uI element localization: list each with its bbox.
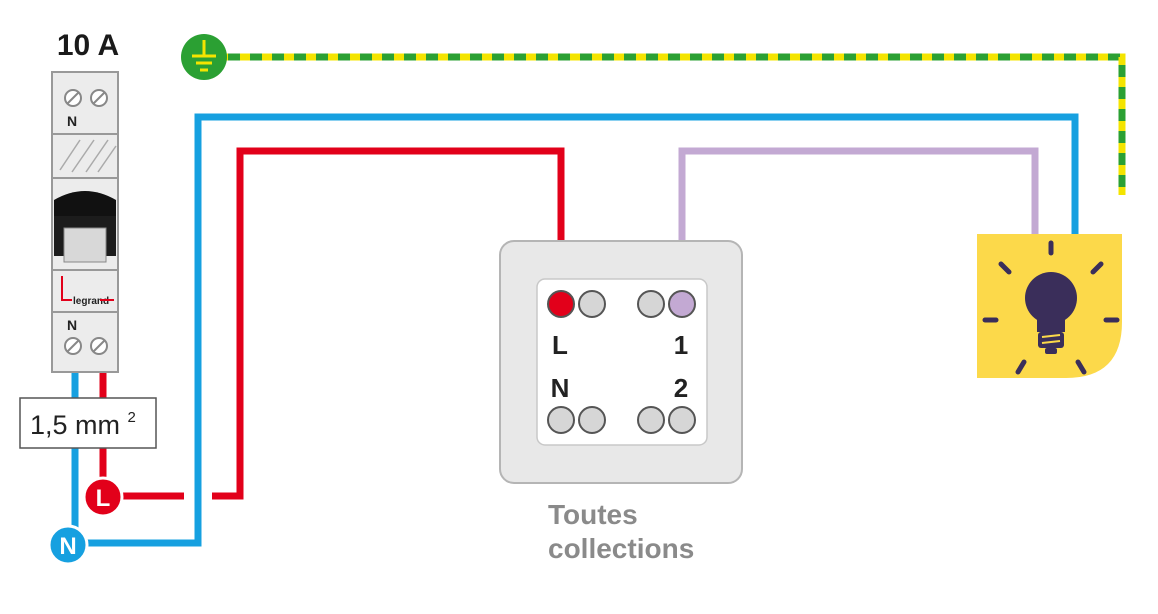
switch-terminal-block — [536, 278, 708, 446]
cable-section-label: 1,5 mm 2 — [19, 397, 157, 449]
cable-section-exponent: 2 — [128, 409, 136, 426]
screw-terminal-icon — [64, 89, 82, 107]
switch-terminal-n-label: N — [551, 373, 570, 403]
svg-text:1,5 mm 2: 1,5 mm 2 — [30, 409, 136, 440]
breaker-brand-logo: legrand — [73, 296, 109, 307]
neutral-wire — [71, 113, 1079, 547]
terminal-2-free — [668, 406, 696, 434]
switch-terminal-l-label: L — [552, 330, 568, 360]
terminal-n-free — [578, 406, 606, 434]
breaker-bottom-terminal-label: N — [67, 317, 77, 333]
terminal-1-free — [637, 290, 665, 318]
earth-ground-icon — [181, 34, 227, 80]
terminal-l-free — [578, 290, 606, 318]
breaker-toggle — [54, 191, 116, 216]
terminal-l-connected — [547, 290, 575, 318]
screw-terminal-icon — [64, 337, 82, 355]
screw-terminal-icon — [90, 337, 108, 355]
earth-wire — [218, 53, 1126, 195]
switched-wire — [678, 147, 1039, 303]
breaker-rating: 10 A — [57, 29, 119, 62]
breaker-window — [59, 139, 117, 173]
cable-section-value: 1,5 mm — [30, 410, 120, 440]
switch-terminal-1-label: 1 — [674, 330, 688, 360]
neutral-badge-label: N — [59, 533, 76, 560]
terminal-n-free — [547, 406, 575, 434]
phase-wire — [99, 147, 565, 500]
light-bulb-icon — [982, 240, 1120, 375]
terminal-1-connected — [668, 290, 696, 318]
switch-terminal-2-label: 2 — [674, 373, 688, 403]
circuit-breaker: N legrand N — [51, 71, 119, 373]
phase-badge: L — [82, 476, 124, 518]
switch-caption-line2: collections — [548, 533, 694, 564]
lamp — [977, 234, 1122, 378]
switch-caption-line1: Toutes — [548, 499, 638, 530]
terminal-2-free — [637, 406, 665, 434]
screw-terminal-icon — [90, 89, 108, 107]
neutral-badge: N — [47, 524, 89, 566]
light-switch: L 1 N 2 — [499, 240, 743, 484]
phase-badge-label: L — [96, 485, 111, 512]
breaker-top-terminal-label: N — [67, 113, 77, 129]
